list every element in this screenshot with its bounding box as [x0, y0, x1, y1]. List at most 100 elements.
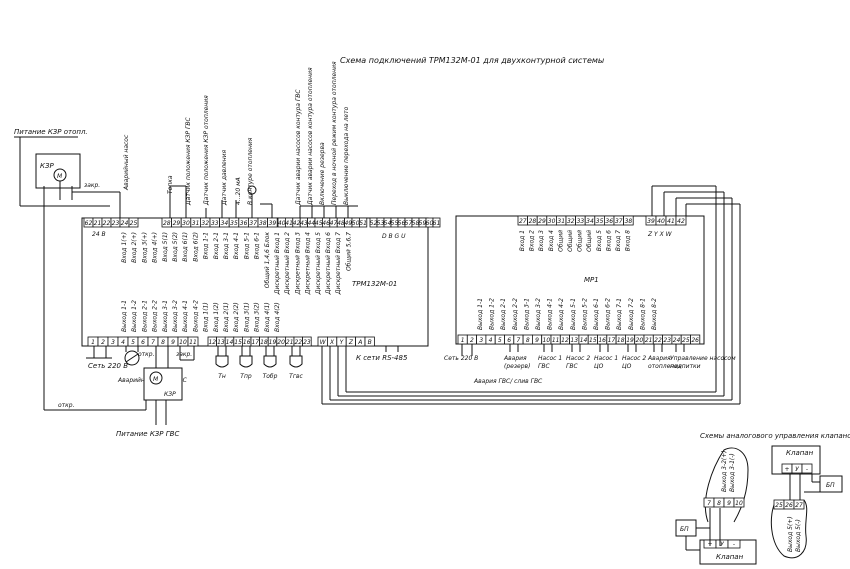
mp1-top-term-label: 40 [657, 218, 665, 225]
mp1-top-term-label: 39 [647, 218, 655, 225]
trm-top-term-label: 56 [398, 220, 406, 227]
mp1-bottom-term-label: 11 [552, 337, 560, 344]
trm-bottom-term-label: 4 [121, 339, 125, 346]
mp1-top-term-label: 28 [529, 218, 537, 225]
trm-top-term-label: 43 [300, 220, 308, 227]
left-valve-pin-label: У [720, 541, 724, 548]
set220-left: Сеть 220 В [88, 362, 128, 370]
trm-top-term-label: 28 [163, 220, 171, 227]
trm-bottom-term-label: 11 [189, 339, 197, 346]
trm-inside-top-label: Вход 3(+) [141, 232, 148, 263]
mp1-bottom-term-label: 26 [691, 337, 699, 344]
trm-inside-top-label: Вход 2-1 [213, 232, 220, 259]
mp1-bottom-term-label: 24 [673, 337, 681, 344]
right-valve-pin-label: + [784, 466, 789, 473]
trm-top-term-label: 57 [405, 220, 413, 227]
trm-top-term-label: 31 [192, 220, 200, 227]
trm-top-term-label: 47 [330, 220, 338, 227]
trm-top-term-label: 48 [337, 220, 345, 227]
kzr-heating-label: КЗР [40, 162, 54, 170]
mp1-inside-bottom-label: Выход 1-1 [477, 298, 484, 330]
mp1-inside-bottom-label: Выход 4-1 [547, 298, 554, 330]
left-power-label: Питание КЗР отопл. [14, 128, 88, 136]
sensor-icon [263, 355, 277, 368]
trm-inside-top-label: Общий 5,6,7 [345, 232, 352, 271]
trm-bottom-term-label: 23 [303, 339, 311, 346]
right-valve-pins: +У- [781, 463, 813, 474]
mp1-output-label: Сеть 220 В [444, 355, 478, 362]
trm-inside-top-label: Вход 6(1) [182, 232, 189, 262]
mp1-inside-bottom-label: Выход 2-1 [500, 298, 507, 330]
mp1-inside-bottom-label: Выход 5-2 [581, 298, 588, 330]
trm-inside-top-label: Вход 3-1 [223, 232, 230, 259]
trm-top-term-label: 45 [315, 220, 323, 227]
trm-top-term-label: 61 [433, 220, 441, 227]
trm-bottom-term-label: A [357, 339, 362, 346]
mp1-bottom-term-label: 14 [580, 337, 588, 344]
trm-bottom-term-label: 3 [111, 339, 115, 346]
mp1-output-label: Авария [503, 355, 527, 362]
kzr-gvs-m: М [153, 376, 159, 383]
avar-nasos-label: Аварийный насос [123, 134, 130, 191]
mp1-inside-top-label: Общий [577, 230, 584, 252]
mp1-bottom-term-label: 23 [663, 337, 671, 344]
trm-inside-top-label: Дискретный Вход 4 [305, 232, 312, 295]
mp1-output-label: ЦО [622, 363, 632, 370]
trm-inside-top-label: Вход 6-1 [254, 232, 261, 259]
trm-inside-top-label: Дискретный Вход 2 [284, 232, 291, 295]
trm-inside-bottom-label: Вход 4(2) [274, 302, 281, 332]
trm-top-term-label: 46 [322, 220, 330, 227]
trm-bottom-term-cell [364, 336, 375, 347]
mp1-inside-top-label: Общий [567, 230, 574, 252]
left-valve-term-label: 10 [735, 500, 743, 507]
trm-inside-bottom-label: Вход 2(1) [223, 302, 230, 332]
trm-bottom-term-label: Z [348, 339, 354, 346]
trm-bottom-term-label: 18 [260, 339, 268, 346]
trm-bottom-term-label: 22 [294, 339, 302, 346]
trm-top-term-label: 49 [344, 220, 352, 227]
trm-top-term-label: 35 [230, 220, 238, 227]
left-bp-label: БП [680, 526, 689, 533]
top-label-leads [169, 185, 358, 218]
trm-label: ТРМ132М-01 [352, 280, 397, 288]
right-valve-term-label: 25 [775, 502, 783, 509]
mp1-inside-top-label: Вход 6 [605, 230, 612, 251]
trm-inside-top-label: Вход 4-1 [233, 232, 240, 259]
right-valve-term-label: 26 [785, 502, 793, 509]
right-valve-pin-label: - [806, 466, 808, 473]
mp1-bottom-term-cell [690, 334, 701, 345]
mp1-bottom-term-label: 19 [626, 337, 634, 344]
kzr-gvs-label: КЗР [164, 391, 176, 398]
mp1-top-term-label: 29 [538, 218, 546, 225]
mp1-bottom-term-label: 1 [461, 337, 465, 344]
mp1-inside-bottom-label: Выход 6-1 [593, 298, 600, 330]
trm-bottom-term-label: 16 [243, 339, 251, 346]
right-valve-out-2: Выход 5(-) [795, 519, 802, 552]
trm-top-term-label: 52 [370, 220, 378, 227]
right-valve-term-label: 27 [795, 502, 803, 509]
trm-top-term-label: 34 [221, 220, 229, 227]
left-valve-term-label: 8 [717, 500, 721, 507]
mp1-top-term-label: 37 [615, 218, 623, 225]
left-klapan-label: Клапан [716, 553, 744, 561]
trm-bottom-term-label: 1 [91, 339, 95, 346]
trm-bottom-term-label: 14 [226, 339, 234, 346]
pitanie-kzr-gvs: Питание КЗР ГВС [116, 430, 179, 438]
mp1-inside-bottom-label: Выход 5-1 [570, 298, 577, 330]
trm-bottom-term-label: 2 [101, 339, 105, 346]
trm-inside-top-label: Вход 6(2) [192, 232, 199, 262]
trm-inside-top-label: Вход 5(1) [162, 232, 169, 262]
mp1-output-label: ЦО [594, 363, 604, 370]
trm-top-term-label: 53 [377, 220, 385, 227]
mp1-output-label: Управление насосом [670, 355, 736, 362]
trm-inside-bottom-label: Вход 4(1) [264, 302, 271, 332]
trm-inside-bottom-label: Вход 3(2) [254, 302, 261, 332]
mp1-zyxw: Z Y X W [647, 231, 673, 238]
